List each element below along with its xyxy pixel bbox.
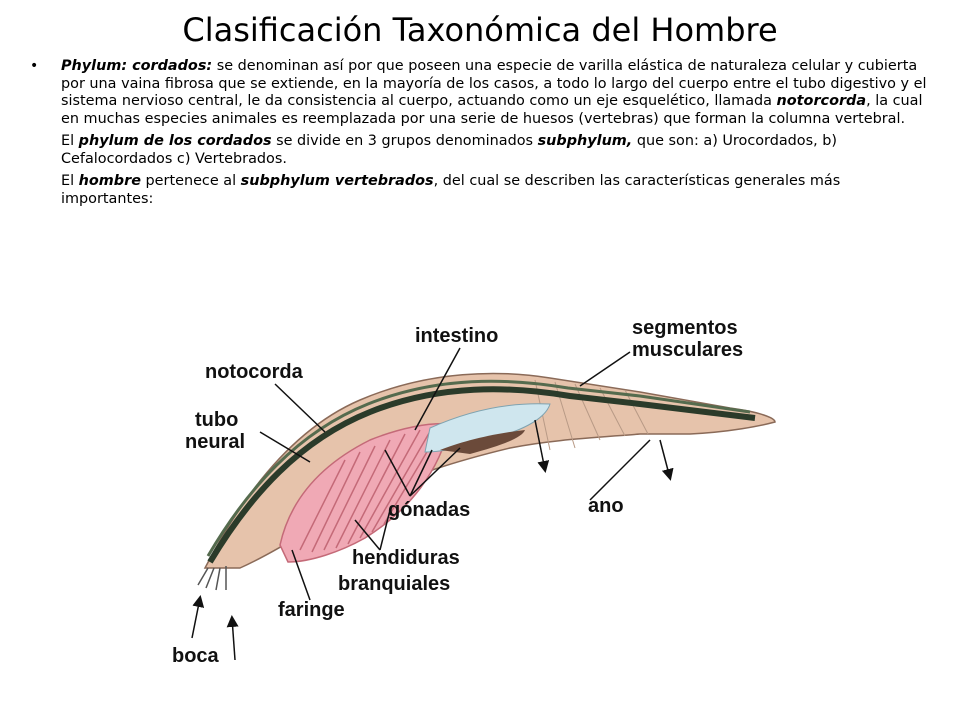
term-notorcorda: notorcorda xyxy=(776,93,867,109)
text-span: El xyxy=(61,173,79,189)
text-span: se denominan así por que poseen una espe… xyxy=(61,58,927,109)
neural-tube-shape xyxy=(206,379,751,557)
text-span: , del cual se describen las característi… xyxy=(61,173,841,207)
slide-title: Clasificación Taxonómica del Hombre xyxy=(182,11,778,49)
label-ano: ano xyxy=(588,495,624,517)
text-span: se divide en 3 grupos denominados xyxy=(271,133,538,149)
label-segmentos: segmentos xyxy=(632,317,738,339)
term-hombre: hombre xyxy=(78,173,141,189)
label-faringe: faringe xyxy=(278,599,345,621)
paragraph-subphylum: El phylum de los cordados se divide en 3… xyxy=(30,133,930,168)
gonads-shape xyxy=(440,430,525,454)
label-boca: boca xyxy=(172,645,220,667)
label-musculares: musculares xyxy=(632,339,743,361)
label-neural: neural xyxy=(185,431,245,453)
label-gonadas: gónadas xyxy=(388,499,470,521)
label-intestino: intestino xyxy=(415,325,498,347)
mouth-cirri xyxy=(197,566,227,591)
paragraph-hombre: El hombre pertenece al subphylum vertebr… xyxy=(30,173,930,208)
bullet-icon: • xyxy=(30,58,39,74)
label-notocorda: notocorda xyxy=(205,361,304,383)
text-body: • Phylum: cordados: se denominan así por… xyxy=(30,58,930,213)
label-tubo: tubo xyxy=(195,409,238,431)
text-span: pertenece al xyxy=(140,173,241,189)
label-hendiduras: hendiduras xyxy=(352,547,460,569)
paragraph-phylum: • Phylum: cordados: se denominan así por… xyxy=(30,58,930,128)
leader-lines xyxy=(191,347,674,661)
notochord-shape xyxy=(207,386,756,564)
term-subphylum-vertebrados: subphylum vertebrados xyxy=(240,173,434,189)
label-branquiales: branquiales xyxy=(338,573,450,595)
term-phylum-de-los-cordados: phylum de los cordados xyxy=(78,133,272,149)
text-span: El xyxy=(61,133,79,149)
text-span: que son: a) Urocordados, b) Cefalocordad… xyxy=(61,133,837,167)
chordate-diagram: intestino segmentos musculares notocorda… xyxy=(172,317,776,667)
term-subphylum: subphylum, xyxy=(537,133,633,149)
text-span: , la cual en muchas especies animales es… xyxy=(61,93,923,127)
term-phylum-cordados: Phylum: cordados: xyxy=(61,58,213,74)
